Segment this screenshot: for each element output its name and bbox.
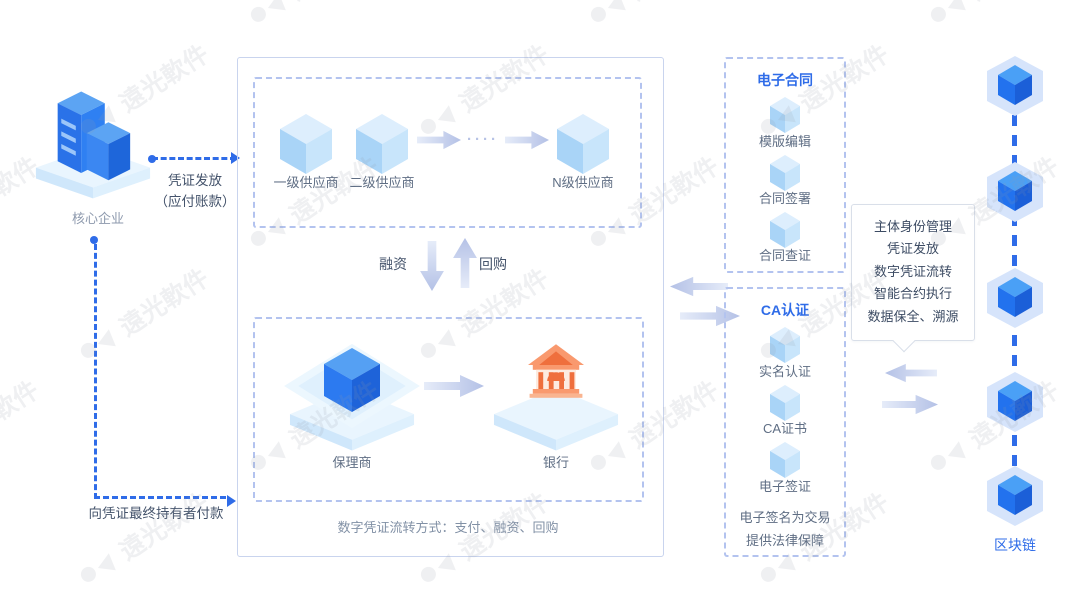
payment-label: 向凭证最终持有者付款	[88, 506, 224, 521]
ca-cube-1	[770, 327, 800, 363]
factor-to-bank-arrow	[424, 374, 484, 398]
supplier-ellipsis: ····	[467, 131, 499, 148]
watermark: 遠光軟件	[922, 0, 1065, 33]
capability-tooltip: 主体身份管理 凭证发放 数字凭证流转 智能合约执行 数据保全、溯源	[851, 204, 975, 352]
blockchain-node-4	[987, 372, 1043, 432]
watermark: 遠光軟件	[582, 0, 725, 33]
econtract-item-1: 模版编辑	[758, 134, 811, 149]
capability-line-4: 智能合约执行	[873, 286, 952, 302]
issue-voucher-label: 凭证发放 （应付账款）	[154, 173, 236, 209]
econtract-item-3: 合同查证	[758, 248, 811, 263]
blockchain-cube-2	[998, 171, 1032, 211]
factor-bank-box	[253, 317, 644, 502]
blockchain-cube-4	[998, 381, 1032, 421]
blockchain-node-1	[987, 56, 1043, 116]
supplier1-label: 一级供应商	[273, 175, 339, 190]
core-enterprise-label: 核心企业	[71, 211, 124, 226]
ca-title: CA认证	[760, 302, 810, 318]
ca-cube-2	[770, 385, 800, 421]
supplierN-cube-icon	[557, 114, 609, 174]
supplier2-label: 二级供应商	[349, 175, 415, 190]
flow-caption: 数字凭证流转方式：支付、融资、回购	[337, 520, 559, 535]
bank-label: 银行	[542, 455, 569, 470]
ca-cube-3	[770, 442, 800, 478]
ca-chain-arrow-right	[882, 394, 938, 415]
econtract-item-2: 合同签署	[758, 191, 811, 206]
watermark: 遠光軟件	[0, 0, 45, 33]
blockchain-node-5	[987, 466, 1043, 526]
capability-line-2: 凭证发放	[886, 241, 939, 257]
supplier-flow-arrow-1	[417, 130, 461, 150]
watermark: 遠光軟件	[242, 0, 385, 33]
blockchain-label: 区块链	[994, 537, 1036, 553]
capability-line-1: 主体身份管理	[873, 219, 952, 234]
financing-label: 融资	[379, 256, 407, 272]
econtract-title: 电子合同	[757, 72, 813, 88]
blockchain-cube-1	[998, 65, 1032, 105]
blockchain-node-3	[987, 268, 1043, 328]
ca-note-line2: 提供法律保障	[745, 533, 824, 548]
issue-voucher-arrow	[148, 152, 240, 164]
econtract-cube-3	[770, 212, 800, 248]
supplier1-cube-icon	[280, 114, 332, 174]
ca-chain-arrow-left	[885, 363, 937, 383]
box-column-arrow-left	[670, 276, 728, 297]
watermark: 遠光軟件	[0, 375, 44, 454]
blockchain-node-2	[987, 162, 1043, 222]
repurchase-label: 回购	[479, 256, 507, 272]
econtract-cube-2	[770, 155, 800, 191]
econtract-cube-1	[770, 97, 800, 133]
core-enterprise-icon	[30, 86, 156, 202]
main-flow-box	[237, 57, 664, 557]
ca-box: CA认证 实名认证 CA证书 电子签证 电子签名为交易 提供法律保障	[724, 287, 846, 557]
factor-cube-icon	[324, 348, 380, 412]
supplier2-cube-icon	[356, 114, 408, 174]
supplierN-label: N级供应商	[552, 175, 614, 190]
factor-icon	[284, 330, 420, 455]
capability-line-3: 数字凭证流转	[873, 263, 952, 279]
tooltip-tail	[892, 329, 916, 352]
factor-label: 保理商	[332, 455, 372, 470]
capability-line-5: 数据保全、溯源	[867, 308, 959, 324]
econtract-box: 电子合同 模版编辑 合同签署 合同查证	[724, 57, 846, 273]
ca-item-2: CA证书	[762, 421, 808, 436]
ca-note-line1: 电子签名为交易	[739, 510, 831, 525]
blockchain-cube-3	[998, 277, 1032, 317]
bank-icon	[492, 330, 620, 455]
payment-path-arrow	[90, 236, 236, 507]
ca-item-3: 电子签证	[758, 479, 811, 494]
financing-down-arrow	[419, 241, 445, 291]
supplier-flow-arrow-2	[505, 130, 549, 150]
ca-item-1: 实名认证	[758, 364, 811, 379]
watermark: 遠光軟件	[72, 483, 215, 593]
blockchain-cube-5	[998, 475, 1032, 515]
repurchase-up-arrow	[452, 238, 478, 288]
suppliers-box	[253, 77, 642, 228]
